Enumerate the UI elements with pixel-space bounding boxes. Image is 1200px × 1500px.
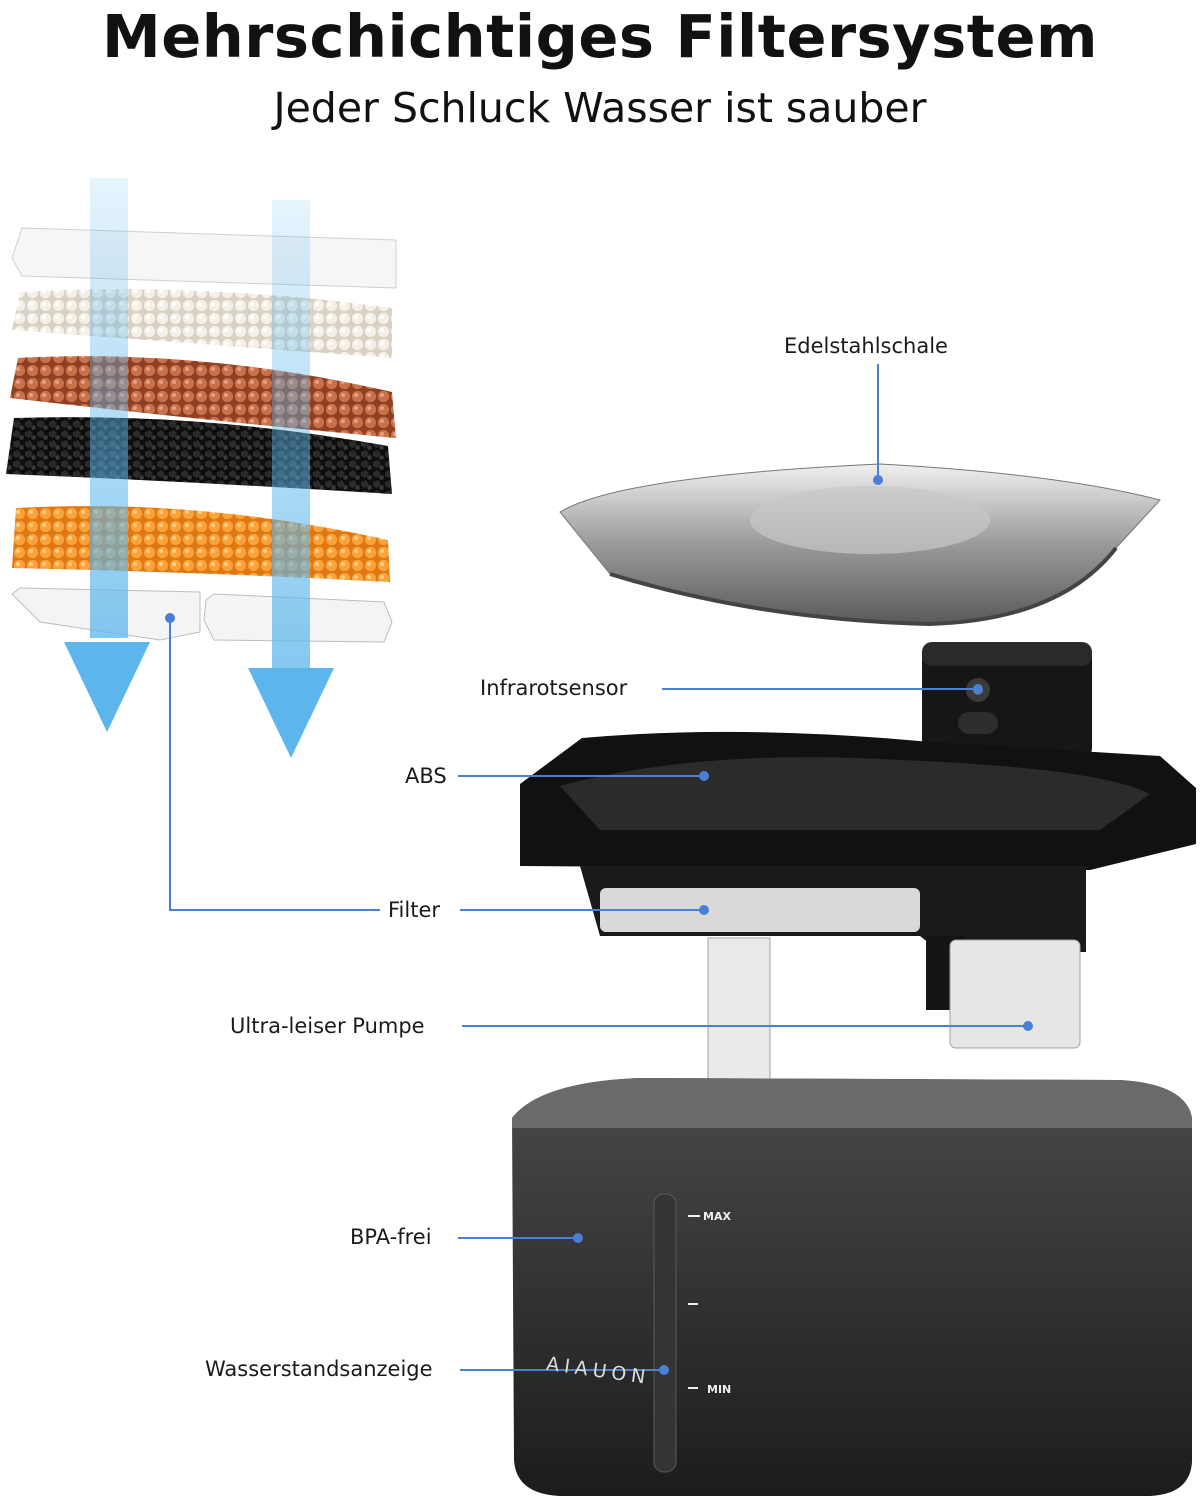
flow-beam-right xyxy=(272,200,310,668)
white-ceramic-balls-layer xyxy=(12,289,392,358)
flow-arrow-left-icon xyxy=(64,642,150,732)
stainless-steel-bowl xyxy=(559,463,1161,627)
water-level-window xyxy=(653,1193,677,1473)
filter-cotton-layer xyxy=(11,227,397,289)
water-flow-arrows xyxy=(64,178,334,758)
water-tank xyxy=(512,1078,1192,1496)
orange-resin-balls-layer xyxy=(12,506,390,582)
callout-bowl-label: Edelstahlschale xyxy=(784,334,948,358)
filter-layers xyxy=(6,227,397,643)
flow-arrow-right-icon xyxy=(248,668,334,758)
callout-filter-label: Filter xyxy=(388,898,441,922)
abs-tray xyxy=(520,731,1196,1010)
min-marking: MIN xyxy=(707,1383,732,1396)
callout-pump-label: Ultra-leiser Pumpe xyxy=(230,1014,425,1038)
callout-tray-label: ABS xyxy=(405,764,447,788)
callout-line-filter xyxy=(169,618,380,911)
page-title: Mehrschichtiges Filtersystem xyxy=(102,2,1098,71)
sensor-module xyxy=(922,642,1092,762)
flow-beam-left xyxy=(90,178,128,638)
callout-tank-label: BPA-frei xyxy=(350,1225,432,1249)
page-subtitle: Jeder Schluck Wasser ist sauber xyxy=(273,84,927,132)
max-marking: MAX xyxy=(703,1210,731,1223)
pump-and-pipe xyxy=(707,937,1081,1087)
callout-gauge-label: Wasserstandsanzeige xyxy=(205,1357,433,1381)
callout-lines xyxy=(165,364,1033,1375)
callout-sensor-label: Infrarotsensor xyxy=(480,676,628,700)
